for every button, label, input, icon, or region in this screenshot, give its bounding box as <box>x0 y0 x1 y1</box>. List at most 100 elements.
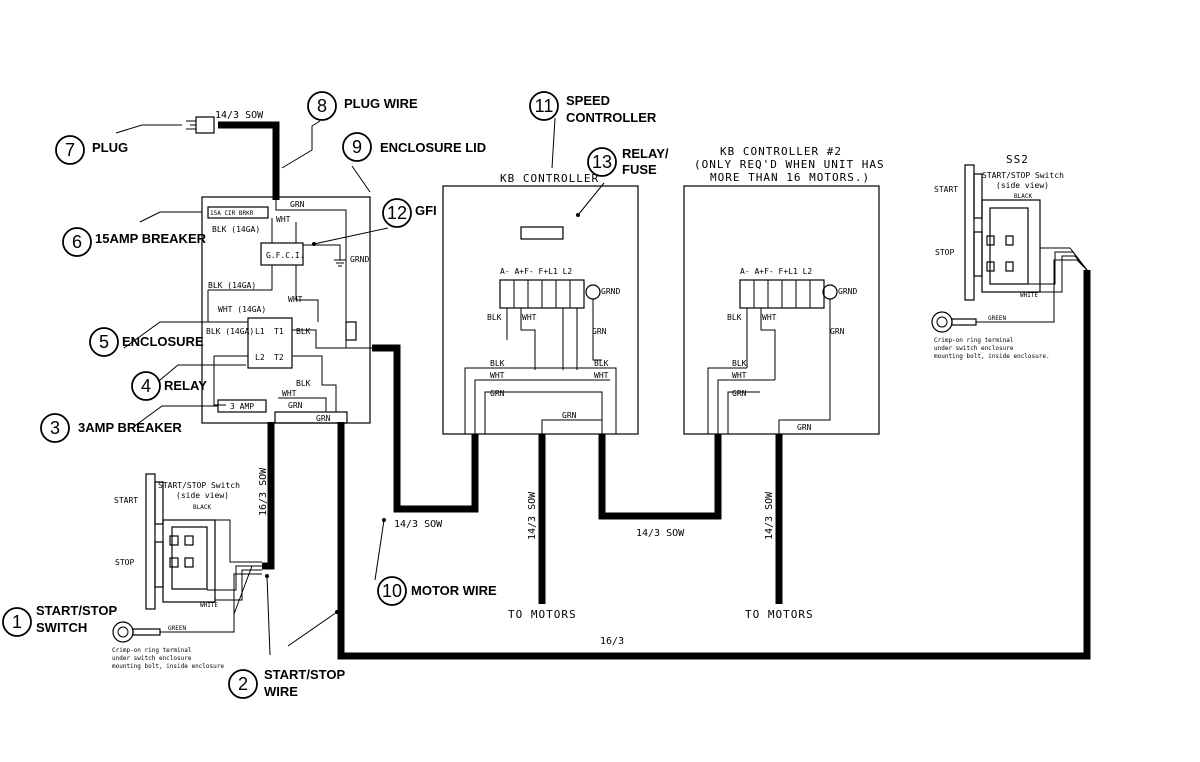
leader-arrow-head <box>576 213 580 217</box>
callout-2: 2 START/STOP WIRE <box>228 667 345 699</box>
callout-12: 12 GFI <box>382 198 437 228</box>
callout-1-label-line2: SWITCH <box>36 620 87 635</box>
gfci <box>260 242 304 266</box>
callout-3-number: 3 <box>50 418 60 438</box>
callout-7-number: 7 <box>65 140 75 160</box>
callout-11: 11 SPEED CONTROLLER <box>529 91 657 125</box>
breaker-15a-label: 15A CIR BRKR <box>210 210 254 217</box>
plug <box>186 116 215 134</box>
relay-t2-label: T2 <box>274 353 284 362</box>
enclosure-wht-label-2: WHT <box>288 295 303 304</box>
controller2-note-line1: (ONLY REQ'D WHEN UNIT HAS <box>694 158 885 171</box>
callout-10-label: MOTOR WIRE <box>411 583 497 598</box>
enclosure-blk-14ga-label-3: BLK (14GA) <box>206 327 254 336</box>
switch1-ring-terminal <box>112 621 134 643</box>
gfci-label: G.F.C.I. <box>266 251 305 260</box>
switch2-note3: mounting bolt, inside enclosure. <box>934 353 1050 360</box>
enclosure-blk-14ga-label-2: BLK (14GA) <box>208 281 256 290</box>
switch2-label: SS2 <box>1006 153 1029 166</box>
controller2-wht-left-label: WHT <box>732 371 747 380</box>
enclosure-grn-label-2: GRN <box>288 401 303 410</box>
callout-8-label: PLUG WIRE <box>344 96 418 111</box>
controller1-blk-left-label: BLK <box>490 359 505 368</box>
callout-6: 6 15AMP BREAKER <box>62 227 207 257</box>
kb-controller-2: KB CONTROLLER #2 (ONLY REQ'D WHEN UNIT H… <box>683 145 885 435</box>
callout-4-number: 4 <box>141 376 151 396</box>
switch2-subtitle: (side view) <box>996 181 1049 190</box>
controller1-blk-right-label: BLK <box>594 359 609 368</box>
relay-l1-label: L1 <box>255 327 265 336</box>
leader-arrow-head <box>335 610 339 614</box>
controller2-note-line2: MORE THAN 16 MOTORS.) <box>710 171 870 184</box>
leader-arrow-head <box>265 574 269 578</box>
switch2-start-label: START <box>934 185 958 194</box>
controller1-title: KB CONTROLLER <box>500 172 599 185</box>
switch1-black-label: BLACK <box>193 504 211 511</box>
callout-2-label-line1: START/STOP <box>264 667 345 682</box>
controller2-ground-terminal <box>822 284 838 300</box>
callout-9-number: 9 <box>352 137 362 157</box>
leader-lines <box>115 117 605 656</box>
leader-arrow-head <box>312 242 316 246</box>
controller2-wht-label: WHT <box>762 313 777 322</box>
switch1-note3: mounting bolt, inside enclosure <box>112 663 224 670</box>
controller2-title: KB CONTROLLER #2 <box>720 145 842 158</box>
switch1-green-label: GREEN <box>168 625 186 632</box>
callout-2-label-line2: WIRE <box>264 684 298 699</box>
switch1-start-label: START <box>114 496 138 505</box>
switch2-black-label: BLACK <box>1014 193 1032 200</box>
breaker-3a-label: 3 AMP <box>230 402 254 411</box>
callout-7: 7 PLUG <box>55 135 128 165</box>
controller2-terminals-label: A- A+F- F+L1 L2 <box>740 267 812 276</box>
switch2-title: START/STOP Switch <box>982 171 1064 180</box>
callout-5-label: ENCLOSURE <box>122 334 204 349</box>
controller2-grnd-label: GRND <box>838 287 857 296</box>
controller1-grn-left-label: GRN <box>490 389 505 398</box>
callout-13-label-line2: FUSE <box>622 162 657 177</box>
switch1-white-label: WHITE <box>200 602 218 609</box>
callout-10: 10 MOTOR WIRE <box>377 576 497 606</box>
callout-6-label: 15AMP BREAKER <box>95 231 207 246</box>
enclosure-grn-label: GRN <box>290 200 305 209</box>
link-wire-label: 14/3 SOW <box>636 528 685 539</box>
link-wire-cable <box>598 434 722 520</box>
enclosure: GRN 15A CIR BRKR WHT BLK (14GA) G.F.C.I.… <box>201 196 372 424</box>
plug-wire-cable <box>218 121 280 200</box>
callout-9: 9 ENCLOSURE LID <box>342 132 486 162</box>
callout-12-label: GFI <box>415 203 437 218</box>
relay-t1-label: T1 <box>274 327 284 336</box>
callout-5-number: 5 <box>99 332 109 352</box>
relay <box>247 317 293 369</box>
callout-4: 4 RELAY <box>131 371 207 401</box>
callout-2-number: 2 <box>238 674 248 694</box>
switch2-ring-terminal <box>931 311 953 333</box>
callout-4-label: RELAY <box>164 378 207 393</box>
enclosure-wht-label-3: WHT <box>282 389 297 398</box>
relay-fuse <box>345 321 357 341</box>
motor-wire-cable <box>372 344 479 513</box>
callout-1-label-line1: START/STOP <box>36 603 117 618</box>
callout-12-number: 12 <box>387 203 407 223</box>
to-motors-1-wire-label: 14/3 SOW <box>527 491 538 540</box>
enclosure-blk-14ga-label: BLK (14GA) <box>212 225 260 234</box>
controller1-terminals-label: A- A+F- F+L1 L2 <box>500 267 572 276</box>
controller2-to-motors-label: TO MOTORS <box>745 608 814 621</box>
switch1-title: START/STOP Switch <box>158 481 240 490</box>
controller1-grnd-label: GRND <box>601 287 620 296</box>
controller1-ground-terminal <box>585 284 601 300</box>
plug-wire-label: 14/3 SOW <box>215 110 264 121</box>
callout-11-label-line2: CONTROLLER <box>566 110 657 125</box>
start-stop-switch-1: START/STOP Switch (side view) START STOP… <box>112 473 262 670</box>
controller2-grn-label: GRN <box>830 327 845 336</box>
breaker-15a <box>207 206 269 219</box>
callout-11-number: 11 <box>535 96 554 116</box>
callout-13-label-line1: RELAY/ <box>622 146 669 161</box>
ss2-wire-label: 16/3 <box>600 636 624 647</box>
callout-13: 13 RELAY/ FUSE <box>587 146 669 177</box>
callout-8-number: 8 <box>317 96 327 116</box>
controller1-grn-bottom-label: GRN <box>562 411 577 420</box>
callout-5: 5 ENCLOSURE <box>89 327 204 357</box>
callout-9-label: ENCLOSURE LID <box>380 140 486 155</box>
start-stop-wire-label: 16/3 SOW <box>258 467 269 516</box>
relay-blk-label: BLK <box>296 327 311 336</box>
